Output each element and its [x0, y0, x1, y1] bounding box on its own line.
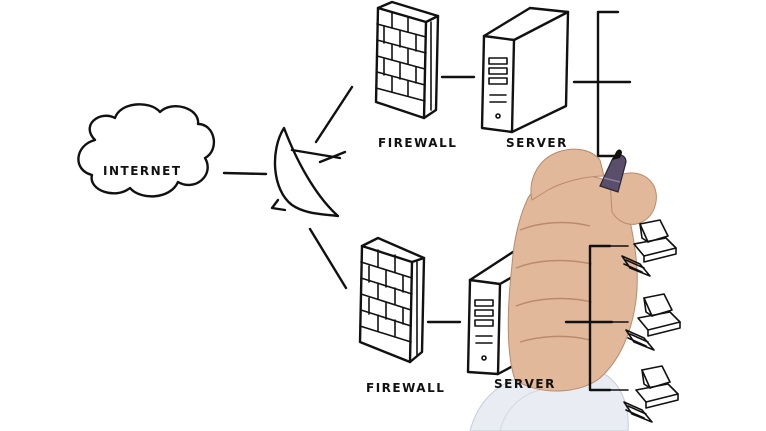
server-tower-icon: [480, 6, 570, 134]
workstation-computer-icon: [623, 365, 679, 423]
link-dish-firewall-top: [314, 85, 354, 144]
link-dish-firewall-bottom: [308, 227, 348, 290]
server-top-label: SERVER: [506, 136, 568, 150]
firewall-bottom-label: FIREWALL: [366, 381, 445, 395]
brick-firewall-icon: [358, 236, 426, 364]
server-bottom-label: SERVER: [494, 377, 556, 391]
hand-with-marker-icon: [469, 148, 657, 431]
internet-cloud-icon: [77, 103, 216, 198]
server-top-bracket: [572, 10, 632, 158]
workstation-computer-icon: [625, 293, 681, 351]
internet-label: INTERNET: [103, 164, 182, 178]
link-internet-dish: [222, 171, 268, 176]
satellite-dish-icon: [270, 126, 347, 218]
firewall-top-label: FIREWALL: [378, 136, 457, 150]
server-bottom-bracket: [564, 244, 629, 392]
workstation-computer-icon: [621, 219, 677, 277]
brick-firewall-icon: [374, 0, 440, 120]
